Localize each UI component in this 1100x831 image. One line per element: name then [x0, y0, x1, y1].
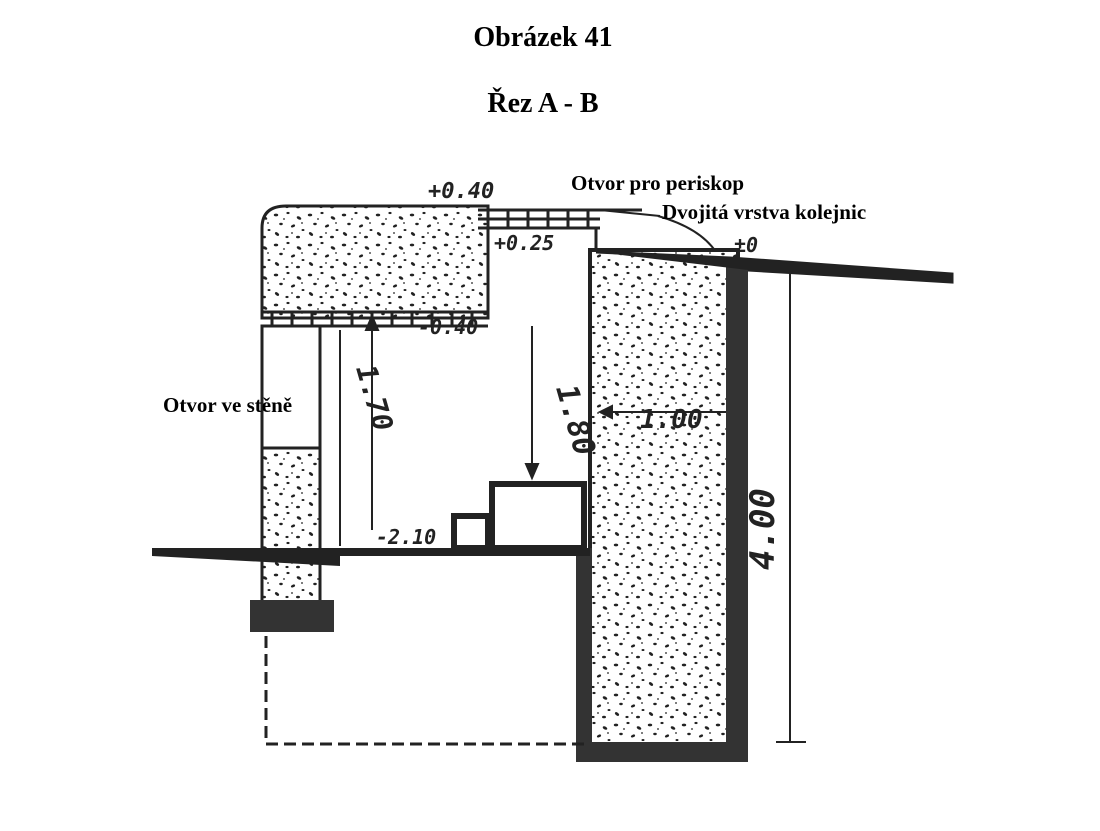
dim-roof-underside: +0.25 — [494, 231, 554, 255]
ground-right — [595, 250, 954, 284]
dim-top-level: +0.40 — [428, 179, 494, 204]
wall-outer-face — [726, 258, 748, 760]
label-wall-opening: Otvor ve stěně — [163, 393, 292, 417]
dim-ceiling-underside: -0.40 — [418, 315, 478, 339]
shaft-outline — [486, 228, 598, 318]
left-wall-upper — [260, 324, 322, 450]
ground-left — [152, 548, 590, 566]
dim-total-depth: 4.00 — [743, 488, 783, 570]
wall-inner-face — [576, 548, 592, 760]
label-periscope-opening: Otvor pro periskop — [571, 171, 744, 195]
roof-slab — [260, 204, 490, 320]
dim-wall-thickness: 1.00 — [640, 405, 703, 435]
left-wall-lower — [260, 446, 322, 620]
dim-floor-level: -2.10 — [376, 525, 436, 549]
main-wall — [588, 248, 740, 762]
section-title: Řez A - B — [487, 88, 599, 119]
dim-wall-opening-height: 1.70 — [349, 361, 399, 435]
figure-title: Obrázek 41 — [473, 22, 613, 53]
periscope-leader — [599, 209, 661, 217]
double-rail-layer — [478, 208, 642, 230]
left-wall-footing — [250, 600, 334, 632]
wall-base — [576, 742, 748, 762]
label-double-rail-layer: Dvojitá vrstva kolejnic — [662, 200, 866, 224]
steps — [451, 481, 587, 551]
dashed-outline — [264, 636, 584, 746]
dim-ground-level: ±0 — [734, 233, 758, 257]
dimension-lines — [339, 262, 806, 743]
rail-layer-leader — [657, 215, 717, 253]
